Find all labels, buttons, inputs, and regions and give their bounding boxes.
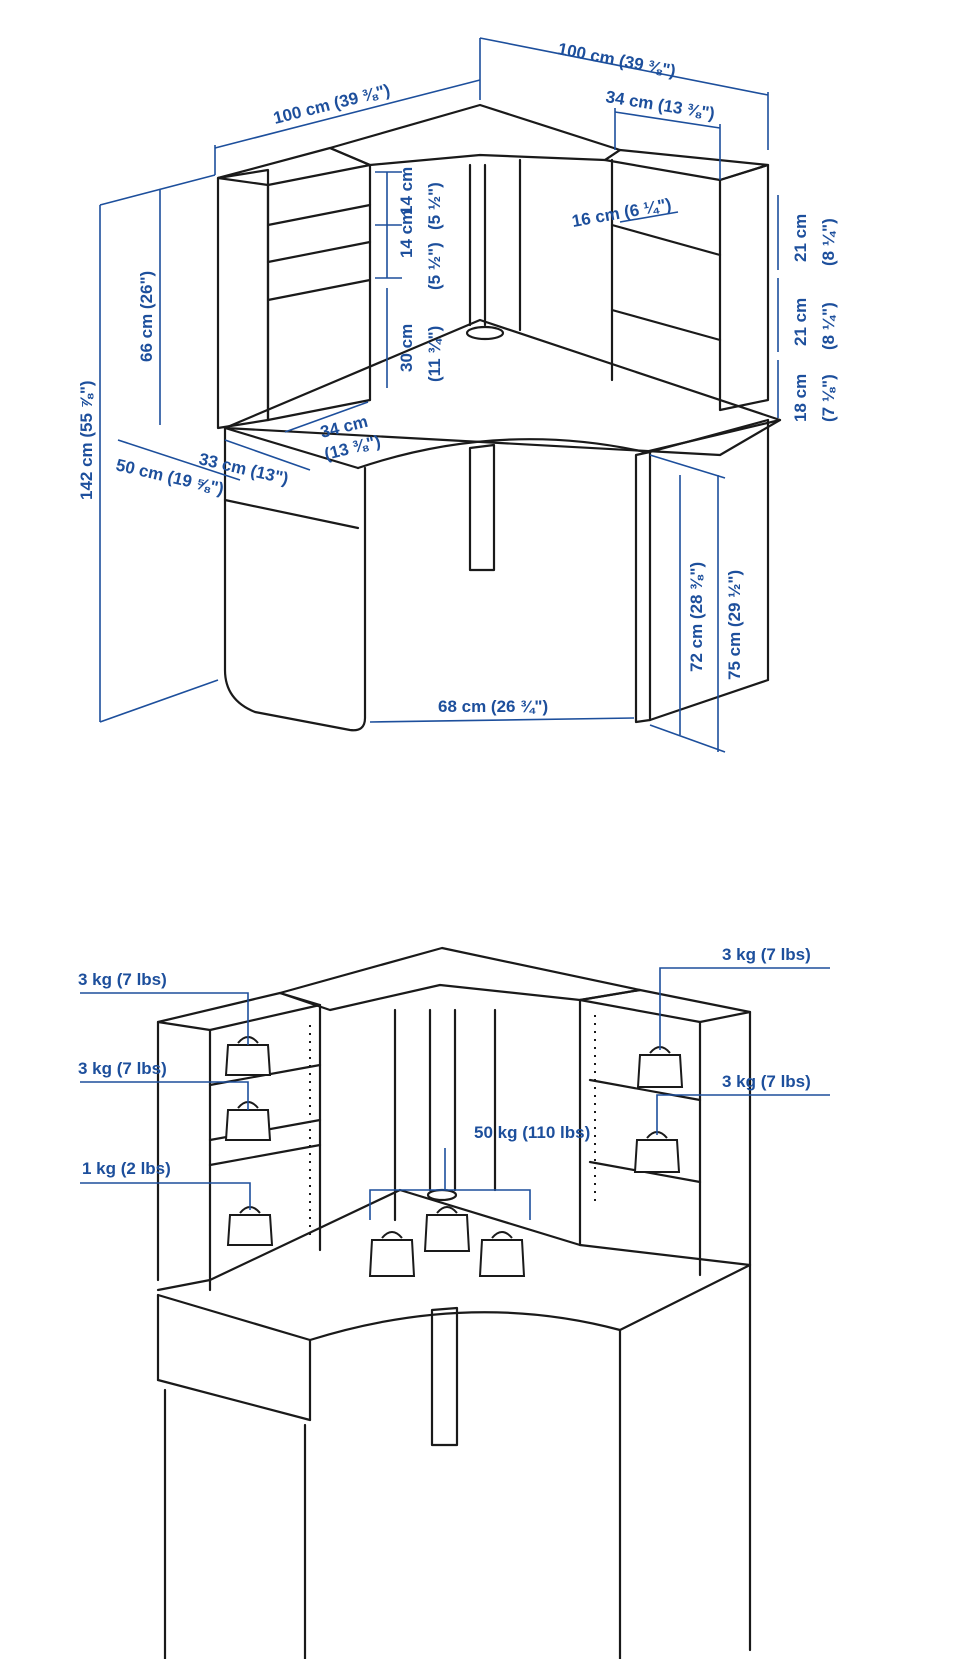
dim-right-21a: 21 cm	[791, 214, 810, 262]
weight-right-middle	[633, 1131, 681, 1173]
load-left-middle: 3 kg (7 lbs)	[78, 1059, 167, 1078]
dim-inner-width: 16 cm (6 ¼")	[570, 195, 672, 231]
dimension-lines	[99, 37, 779, 753]
dim-total-height: 142 cm (55 ⅞")	[77, 380, 96, 500]
dim-gap-14b: 14 cm	[397, 167, 416, 215]
load-left-bottom: 1 kg (2 lbs)	[82, 1159, 171, 1178]
dim-opening-width: 68 cm (26 ¾")	[438, 697, 548, 716]
weight-left-top	[224, 1036, 272, 1076]
dim-right-21b: 21 cm	[791, 298, 810, 346]
dim-gap-14a-in: (5 ½")	[425, 242, 444, 290]
load-right-middle: 3 kg (7 lbs)	[722, 1072, 811, 1091]
dim-gap-30-in: (11 ¾")	[425, 326, 444, 382]
dimension-diagram: 100 cm (39 ⅜") 100 cm (39 ⅜") 34 cm (13 …	[77, 37, 838, 753]
weight-left-bottom	[226, 1206, 274, 1246]
desk-drawing-loads	[156, 946, 752, 1659]
weight-desk-left	[368, 1231, 416, 1277]
weights	[224, 1036, 684, 1277]
dim-right-18-in: (7 ⅛")	[819, 374, 838, 422]
load-left-top: 3 kg (7 lbs)	[78, 970, 167, 989]
dim-top-width-right: 100 cm (39 ⅜")	[556, 39, 677, 80]
dim-right-21b-in: (8 ¼")	[819, 302, 838, 350]
desk-drawing	[216, 103, 782, 732]
load-right-top: 3 kg (7 lbs)	[722, 945, 811, 964]
load-diagram: 3 kg (7 lbs) 3 kg (7 lbs) 1 kg (2 lbs) 3…	[78, 945, 830, 1659]
dim-desk-height-72: 72 cm (28 ⅜")	[687, 562, 706, 672]
dim-hutch-height: 66 cm (26")	[137, 271, 156, 362]
dim-right-21a-in: (8 ¼")	[819, 218, 838, 266]
load-desktop: 50 kg (110 lbs)	[474, 1123, 590, 1142]
weight-desk-right	[478, 1231, 526, 1277]
dim-gap-14b-in: (5 ½")	[425, 182, 444, 230]
weight-desk-center	[423, 1206, 471, 1252]
dim-desk-height-75: 75 cm (29 ½")	[725, 570, 744, 680]
dim-right-18: 18 cm	[791, 374, 810, 422]
load-leaders	[80, 967, 830, 1220]
dim-top-width-left: 100 cm (39 ⅜")	[271, 81, 392, 128]
dim-shelf-depth-right: 34 cm (13 ⅜")	[604, 87, 716, 123]
weight-right-top	[636, 1046, 684, 1088]
dim-gap-30: 30 cm	[397, 324, 416, 372]
dim-gap-14a: 14 cm	[397, 210, 416, 258]
